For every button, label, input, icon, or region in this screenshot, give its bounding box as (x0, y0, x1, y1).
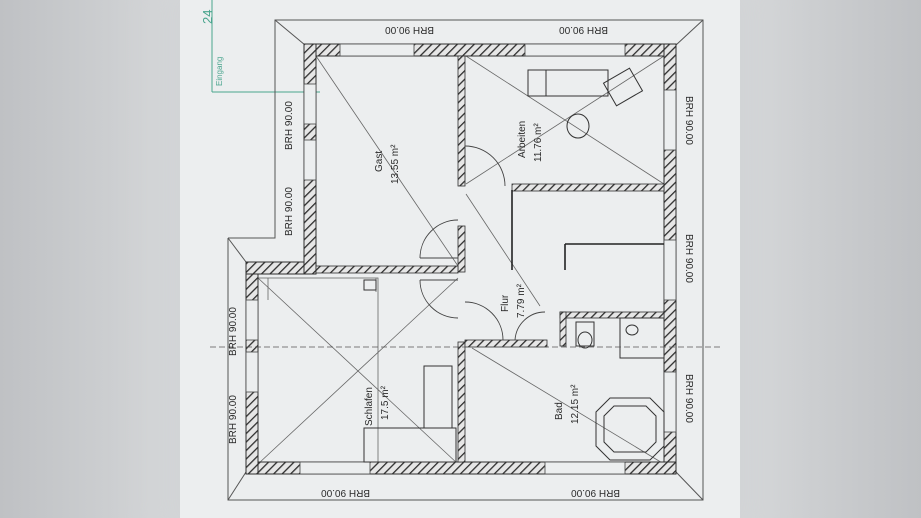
flur-lines (511, 190, 664, 270)
window-bottom-right (544, 461, 626, 475)
room-name-bad: Bad (554, 402, 565, 420)
window-left-lower-b (245, 351, 259, 393)
window-right-a (663, 89, 677, 151)
window-right-c (663, 371, 677, 433)
room-name-gast: Gast (374, 151, 385, 172)
room-area-schlafen: 17.5 m² (380, 385, 391, 420)
room-name-flur: Flur (500, 294, 511, 312)
toilet (575, 321, 595, 347)
bed-arbeiten (527, 69, 609, 97)
door-bad (514, 311, 546, 341)
label-left-lower-b: BRH 90.00 (228, 395, 239, 444)
window-labels: BRH 90.00 BRH 90.00 BRH 90.00 BRH 90.00 … (228, 24, 694, 498)
window-bottom-left (299, 461, 371, 475)
label-left-upper-b: BRH 90.00 (284, 187, 295, 236)
window-right-b (663, 239, 677, 301)
label-top-left: BRH 90.00 (385, 24, 434, 35)
furniture (363, 67, 665, 463)
door-schlafen (419, 279, 459, 319)
window-left-lower-a (245, 299, 259, 341)
room-diagonals (257, 55, 665, 465)
window-left-upper-b (303, 139, 317, 181)
room-name-arbeiten: Arbeiten (517, 121, 528, 158)
closet (423, 365, 453, 429)
label-bottom-right: BRH 90.00 (571, 487, 620, 498)
label-left-lower-a: BRH 90.00 (228, 307, 239, 356)
label-right-a: BRH 90.00 (683, 96, 694, 145)
background-left (0, 0, 200, 518)
room-area-flur: 7.79 m² (516, 283, 527, 318)
margin-note: Eingang (215, 57, 224, 86)
windows (245, 43, 677, 475)
window-top-right (524, 43, 626, 57)
door-gast (419, 219, 459, 259)
margin-number: 24 (200, 10, 215, 24)
inner-walls (315, 55, 665, 463)
label-bottom-left: BRH 90.00 (321, 487, 370, 498)
room-name-schlafen: Schlafen (364, 387, 375, 426)
label-top-right: BRH 90.00 (559, 24, 608, 35)
window-top-left (339, 43, 415, 57)
door-flur (464, 301, 504, 341)
chair (566, 113, 590, 139)
margin-marks: 24 Eingang (200, 0, 320, 93)
desk (602, 67, 644, 107)
door-arbeiten (464, 145, 506, 187)
label-right-b: BRH 90.00 (683, 234, 694, 283)
background-right (721, 0, 921, 518)
bathtub (595, 397, 665, 461)
room-area-bad: 12.15 m² (570, 384, 581, 424)
doors (419, 145, 546, 341)
sink (625, 324, 639, 336)
roof-outline (227, 19, 704, 501)
label-left-upper-a: BRH 90.00 (284, 101, 295, 150)
window-left-upper-a (303, 83, 317, 125)
label-right-c: BRH 90.00 (683, 374, 694, 423)
room-area-arbeiten: 11.76 m² (533, 123, 544, 162)
room-labels: Gast 13.55 m² Arbeiten 11.76 m² Flur 7.7… (364, 121, 581, 426)
room-area-gast: 13.55 m² (390, 144, 401, 184)
